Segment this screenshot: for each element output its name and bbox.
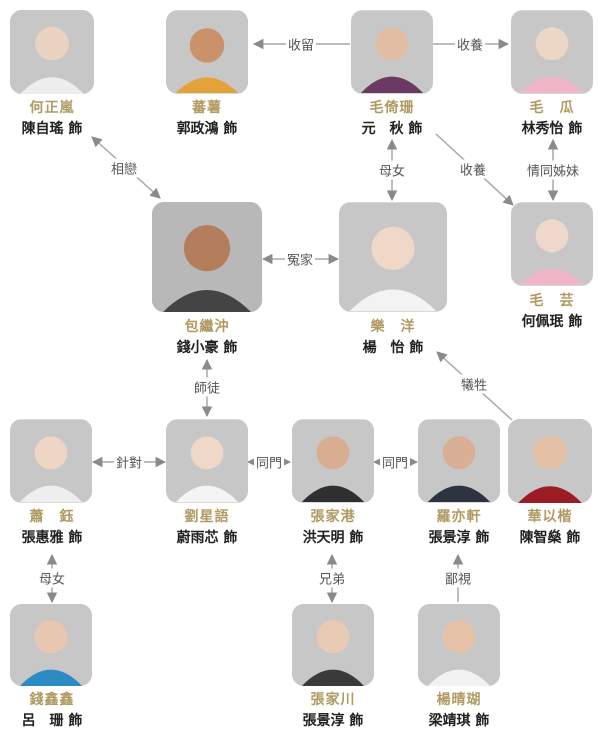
person-icon bbox=[511, 11, 593, 93]
role-name: 包繼沖 bbox=[184, 319, 230, 335]
actor-name: 元 秋 飾 bbox=[361, 121, 423, 137]
role-name: 樂 洋 bbox=[370, 319, 416, 335]
actor-name: 張景淳 飾 bbox=[428, 530, 490, 546]
role-name: 楊晴瑚 bbox=[436, 692, 482, 708]
portrait-photo bbox=[508, 419, 592, 503]
actor-name: 梁靖琪 飾 bbox=[428, 713, 490, 729]
actor-name: 陳智燊 飾 bbox=[519, 530, 581, 546]
person-icon bbox=[292, 420, 374, 502]
relation-label-xianglian: 相戀 bbox=[108, 158, 140, 178]
portrait-photo bbox=[152, 202, 262, 312]
role-name: 何正嵐 bbox=[29, 100, 75, 116]
relation-label-qingtong: 情同姊妹 bbox=[524, 160, 582, 180]
actor-name: 林秀怡 飾 bbox=[521, 121, 583, 137]
actor-name: 陳自瑤 飾 bbox=[21, 121, 83, 137]
portrait-photo bbox=[511, 10, 593, 94]
person-icon bbox=[418, 420, 500, 502]
relation-label-xiongdi: 兄弟 bbox=[316, 568, 348, 588]
actor-name: 洪天明 飾 bbox=[302, 530, 364, 546]
relation-label-shouyang-1: 收養 bbox=[454, 34, 486, 54]
portrait-photo bbox=[10, 604, 92, 686]
portrait-photo bbox=[10, 419, 92, 503]
person-icon bbox=[292, 604, 374, 686]
relation-label-xisheng: 犧牲 bbox=[458, 374, 490, 394]
portrait-photo bbox=[292, 604, 374, 686]
actor-name: 楊 怡 飾 bbox=[362, 340, 424, 356]
role-name: 毛 芸 bbox=[529, 293, 575, 309]
relation-label-shouyang-2: 收養 bbox=[457, 159, 489, 179]
portrait-photo bbox=[10, 10, 94, 94]
relation-label-shitu: 師徒 bbox=[191, 377, 223, 397]
relation-label-munv-2: 母女 bbox=[36, 568, 68, 588]
person-icon bbox=[10, 420, 92, 502]
role-name: 毛 瓜 bbox=[529, 100, 575, 116]
role-name: 張家港 bbox=[310, 509, 356, 525]
relation-label-bishi: 鄙視 bbox=[442, 568, 474, 588]
person-icon bbox=[339, 203, 447, 311]
portrait-photo bbox=[166, 10, 248, 94]
actor-name: 何佩珉 飾 bbox=[521, 314, 583, 330]
actor-name: 蔚雨芯 飾 bbox=[176, 530, 238, 546]
relation-label-tongmen-2: 同門 bbox=[379, 452, 411, 472]
person-icon bbox=[10, 604, 92, 686]
relation-label-zhendui: 針對 bbox=[113, 452, 145, 472]
role-name: 毛倚珊 bbox=[369, 100, 415, 116]
role-name: 蕭 鈺 bbox=[29, 509, 75, 525]
relation-label-yuanjia: 冤家 bbox=[284, 249, 316, 269]
person-icon bbox=[166, 11, 248, 93]
actor-name: 張景淳 飾 bbox=[302, 713, 364, 729]
portrait-photo bbox=[418, 419, 500, 503]
role-name: 羅亦軒 bbox=[436, 509, 482, 525]
role-name: 張家川 bbox=[310, 692, 356, 708]
person-icon bbox=[508, 419, 592, 503]
person-icon bbox=[10, 10, 94, 94]
portrait-photo bbox=[166, 419, 248, 503]
person-icon bbox=[166, 420, 248, 502]
actor-name: 郭政鴻 飾 bbox=[176, 121, 238, 137]
role-name: 錢鑫鑫 bbox=[29, 692, 75, 708]
actor-name: 張惠雅 飾 bbox=[21, 530, 83, 546]
portrait-photo bbox=[418, 604, 500, 686]
portrait-photo bbox=[351, 10, 433, 94]
person-icon bbox=[152, 202, 262, 312]
portrait-photo bbox=[511, 202, 593, 286]
actor-name: 呂 珊 飾 bbox=[21, 713, 83, 729]
role-name: 蕃薯 bbox=[192, 100, 222, 116]
person-icon bbox=[351, 11, 433, 93]
relation-label-shouliu: 收留 bbox=[285, 34, 317, 54]
relation-label-munv-1: 母女 bbox=[376, 160, 408, 180]
portrait-photo bbox=[339, 202, 447, 312]
relation-label-tongmen-1: 同門 bbox=[253, 452, 285, 472]
role-name: 華以楷 bbox=[527, 509, 573, 525]
actor-name: 錢小豪 飾 bbox=[176, 340, 238, 356]
person-icon bbox=[511, 203, 593, 285]
portrait-photo bbox=[292, 419, 374, 503]
role-name: 劉星語 bbox=[184, 509, 230, 525]
person-icon bbox=[418, 604, 500, 686]
